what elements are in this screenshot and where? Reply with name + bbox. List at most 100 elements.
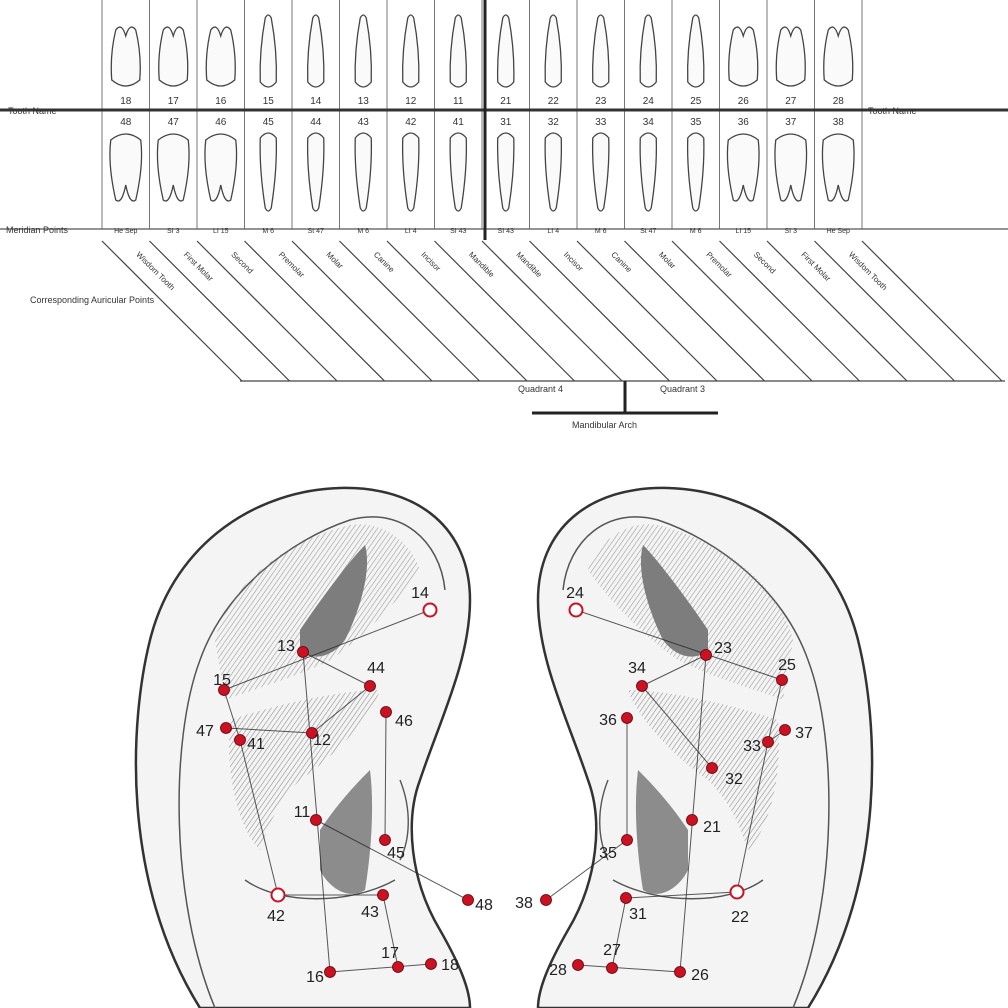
meridian-points-label: Meridian Points bbox=[6, 225, 69, 235]
left-ear bbox=[134, 486, 472, 1008]
left-ear-point-15: 15 bbox=[213, 672, 231, 696]
upper-tooth-icon bbox=[775, 26, 806, 87]
band-divider bbox=[671, 240, 813, 382]
tooth-name-label-right: Tooth Name bbox=[868, 106, 917, 116]
left-ear-point-41: 41 bbox=[234, 734, 265, 753]
left-helix-inner bbox=[178, 516, 446, 1008]
point-marker bbox=[380, 706, 392, 718]
mandibular-arch-label: Mandibular Arch bbox=[572, 420, 637, 430]
lower-tooth-number: 42 bbox=[405, 117, 417, 128]
band-divider bbox=[576, 240, 718, 382]
connector-line bbox=[625, 891, 738, 899]
lower-tooth-icon bbox=[449, 132, 468, 212]
point-marker bbox=[636, 680, 648, 692]
meridian-label: M 6 bbox=[262, 228, 274, 235]
connector-line bbox=[736, 741, 769, 893]
connector-line bbox=[545, 839, 628, 901]
point-marker bbox=[621, 712, 633, 724]
point-label: 48 bbox=[475, 897, 493, 914]
left-ear-point-45: 45 bbox=[379, 834, 405, 862]
hollow-point-marker bbox=[270, 887, 286, 903]
left-ear-point-18: 18 bbox=[425, 957, 459, 974]
point-label: 13 bbox=[277, 638, 295, 655]
quadrant-left-label: Quadrant 4 bbox=[518, 384, 563, 394]
upper-tooth-number: 26 bbox=[738, 96, 750, 107]
lower-tooth-number: 48 bbox=[120, 117, 132, 128]
upper-tooth-number: 23 bbox=[595, 96, 607, 107]
lower-tooth-icon bbox=[686, 132, 705, 212]
right-ear-point-37: 37 bbox=[779, 724, 813, 742]
connector-line bbox=[225, 727, 313, 734]
point-label: 37 bbox=[795, 725, 813, 742]
point-label: 14 bbox=[411, 585, 429, 602]
lower-tooth-icon bbox=[496, 132, 515, 212]
right-ear-point-24: 24 bbox=[566, 585, 584, 618]
connector-line bbox=[679, 654, 707, 973]
right-ear-point-35: 35 bbox=[599, 834, 633, 862]
point-label: 44 bbox=[367, 660, 385, 677]
connector-line bbox=[641, 685, 713, 769]
point-label: 27 bbox=[603, 942, 621, 959]
point-marker bbox=[700, 649, 712, 661]
band-divider bbox=[291, 240, 433, 382]
lower-tooth-number: 34 bbox=[643, 117, 655, 128]
point-label: 38 bbox=[515, 895, 533, 912]
lower-tooth-number: 47 bbox=[168, 117, 180, 128]
point-marker bbox=[377, 889, 389, 901]
connector-line bbox=[384, 711, 387, 841]
point-marker bbox=[297, 646, 309, 658]
auricular-point-label: Canine bbox=[609, 250, 634, 275]
right-ear-point-22: 22 bbox=[729, 884, 749, 926]
band-divider bbox=[529, 240, 670, 382]
left-lobe-line bbox=[244, 879, 396, 900]
connector-line bbox=[641, 654, 707, 687]
upper-tooth-icon bbox=[686, 14, 705, 88]
auricular-point-label: Premolar bbox=[704, 250, 734, 280]
point-marker bbox=[686, 814, 698, 826]
point-marker bbox=[779, 724, 791, 736]
upper-tooth-number: 12 bbox=[405, 96, 417, 107]
band-divider bbox=[149, 240, 290, 382]
upper-tooth-number: 15 bbox=[263, 96, 275, 107]
upper-tooth-icon bbox=[544, 14, 563, 88]
right-ear-point-27: 27 bbox=[603, 942, 621, 974]
meridian-label: SI 3 bbox=[785, 228, 798, 235]
right-fossa-shade bbox=[640, 545, 708, 657]
lower-tooth-number: 46 bbox=[215, 117, 227, 128]
upper-tooth-number: 27 bbox=[785, 96, 797, 107]
point-label: 21 bbox=[703, 819, 721, 836]
auricular-point-label: Incisor bbox=[419, 250, 442, 273]
point-label: 16 bbox=[306, 969, 324, 986]
point-label: 15 bbox=[213, 672, 231, 689]
band-divider bbox=[434, 240, 575, 382]
lower-tooth-icon bbox=[259, 132, 278, 212]
lower-tooth-icon bbox=[821, 133, 855, 202]
point-marker bbox=[306, 727, 318, 739]
lower-tooth-icon bbox=[401, 132, 420, 212]
left-ear-point-47: 47 bbox=[196, 722, 232, 740]
meridian-label: LI 15 bbox=[213, 228, 229, 235]
point-marker bbox=[364, 680, 376, 692]
right-ear-point-21: 21 bbox=[686, 814, 721, 836]
left-ear-point-12: 12 bbox=[306, 727, 331, 749]
point-label: 26 bbox=[691, 967, 709, 984]
upper-tooth-icon bbox=[496, 14, 515, 88]
point-label: 22 bbox=[731, 909, 749, 926]
connector-line bbox=[767, 679, 783, 743]
upper-tooth-number: 18 bbox=[120, 96, 132, 107]
lower-tooth-icon bbox=[156, 133, 190, 202]
lower-tooth-icon bbox=[204, 133, 238, 202]
point-marker bbox=[706, 762, 718, 774]
meridian-label: M 6 bbox=[595, 228, 607, 235]
point-marker bbox=[218, 684, 230, 696]
auricular-point-label: Second bbox=[752, 250, 778, 276]
meridian-label: LI 4 bbox=[405, 228, 417, 235]
point-label: 47 bbox=[196, 723, 214, 740]
corresponding-points-label: Corresponding Auricular Points bbox=[30, 295, 155, 305]
upper-tooth-icon bbox=[110, 26, 141, 87]
right-ear-point-32: 32 bbox=[706, 762, 743, 788]
point-marker bbox=[392, 961, 404, 973]
point-marker bbox=[425, 958, 437, 970]
